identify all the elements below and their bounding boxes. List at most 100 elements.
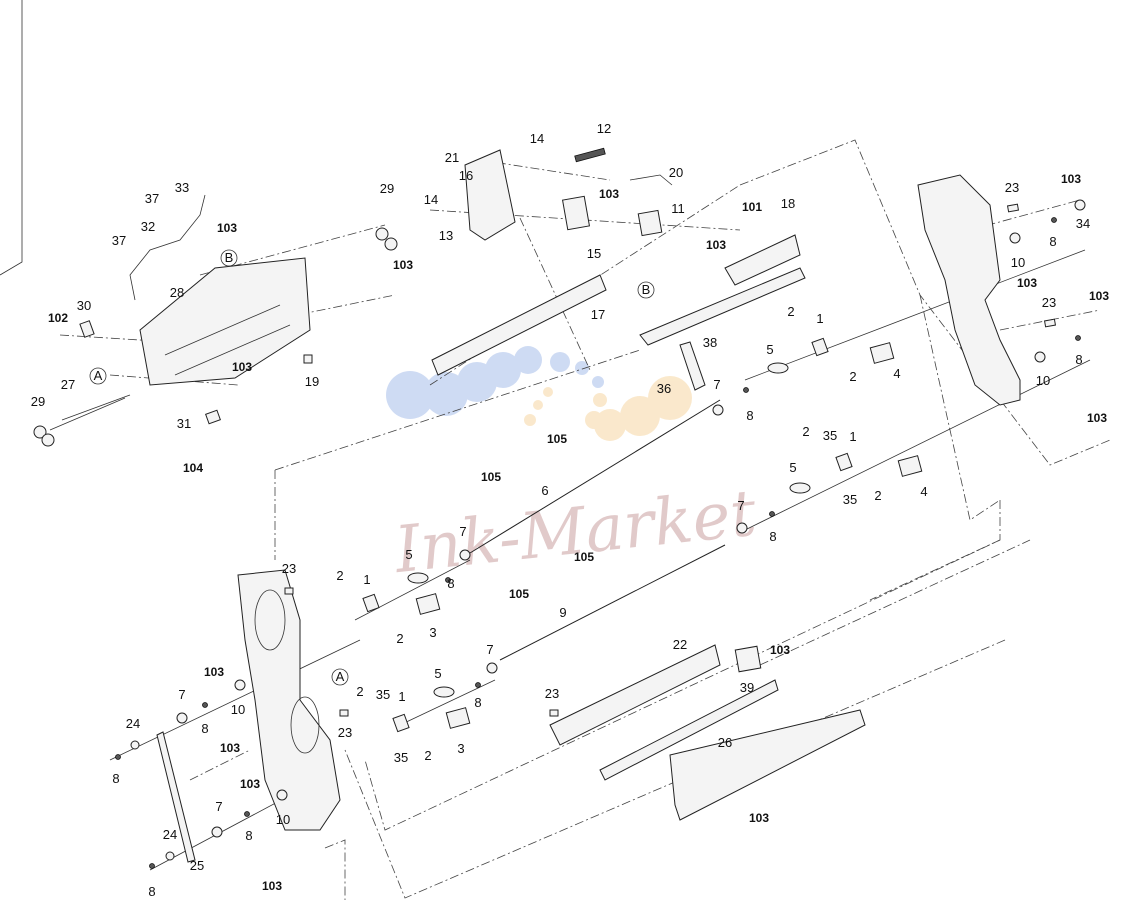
callout-1: 1 [398,689,405,704]
callout-5: 5 [766,342,773,357]
callout-1: 1 [849,429,856,444]
bracket-21 [464,149,516,241]
callout-10: 10 [276,812,290,827]
axis-line-upper [354,559,471,621]
callout-1: 1 [363,572,370,587]
callout-10: 10 [231,702,245,717]
callout-14: 14 [424,192,438,207]
callout-104: 104 [183,461,203,475]
axis-line-right-upper [744,249,1086,381]
callout-103: 103 [1061,172,1081,186]
callout-103: 103 [599,187,619,201]
callout-2: 2 [356,684,363,699]
gears [33,199,1086,869]
callout-35: 35 [394,750,408,765]
part-15 [561,195,591,231]
callout-37: 37 [112,233,126,248]
callout-38: 38 [703,335,717,350]
callout-37: 37 [145,191,159,206]
right-side-frame [917,174,1021,406]
callout-15: 15 [587,246,601,261]
callout-b: B [642,282,651,297]
callout-3: 3 [457,741,464,756]
callout-105: 105 [547,432,567,446]
belt-25 [156,731,196,863]
bracket-far-right [669,709,866,821]
callout-23: 23 [282,561,296,576]
callout-7: 7 [215,799,222,814]
callout-103: 103 [749,811,769,825]
left-frame-cutout-lower [290,696,320,754]
callout-26: 26 [718,735,732,750]
axis-line-right-lower [744,359,1091,531]
callout-27: 27 [61,377,75,392]
callout-16: 16 [459,168,473,183]
part-11 [637,209,663,237]
part-39 [734,645,762,673]
callout-103: 103 [770,643,790,657]
callout-5: 5 [789,460,796,475]
callout-103: 103 [1087,411,1107,425]
marker-b-circle-rail [637,281,655,299]
callout-33: 33 [175,180,189,195]
marker-b-circle-top [220,249,238,267]
callout-24: 24 [163,827,177,842]
callout-103: 103 [232,360,252,374]
callout-103: 103 [1017,276,1037,290]
callout-2: 2 [849,369,856,384]
callout-10: 10 [1011,255,1025,270]
shaft-9 [499,544,726,661]
callout-7: 7 [713,377,720,392]
rod-27b [49,397,126,431]
callout-101: 101 [742,200,762,214]
cable-33 [129,194,206,301]
callout-4: 4 [893,366,900,381]
part-18 [724,234,801,286]
callout-10: 10 [1036,373,1050,388]
axis-line-left-upper [109,639,361,761]
callout-8: 8 [112,771,119,786]
callout-39: 39 [740,680,754,695]
callout-9: 9 [559,605,566,620]
callout-35: 35 [843,492,857,507]
callout-35: 35 [823,428,837,443]
callout-8: 8 [1075,352,1082,367]
cable-20 [629,174,673,186]
callout-23: 23 [338,725,352,740]
callout-103: 103 [706,238,726,252]
left-frame-cutout [254,589,286,651]
callout-7: 7 [486,642,493,657]
callout-1: 1 [816,311,823,326]
watermark [386,346,692,441]
marker-a-circle-top [89,367,107,385]
callout-28: 28 [170,285,184,300]
callout-b: B [225,250,234,265]
callout-30: 30 [77,298,91,313]
page-frame-edge [0,0,23,276]
guide-lines [59,139,1111,900]
callout-36: 36 [657,381,671,396]
rail-17 [431,274,607,376]
rod-27a [61,394,131,421]
part-36 [679,341,706,391]
callout-103: 103 [220,741,240,755]
callout-8: 8 [474,695,481,710]
callout-35: 35 [376,687,390,702]
rail-38 [639,267,806,346]
callout-22: 22 [673,637,687,652]
callout-7: 7 [178,687,185,702]
callout-2: 2 [787,304,794,319]
callout-103: 103 [217,221,237,235]
callout-7: 7 [737,498,744,513]
callout-23: 23 [1042,295,1056,310]
callout-19: 19 [305,374,319,389]
callout-17: 17 [591,307,605,322]
shafts [49,249,1091,871]
callout-2: 2 [336,568,343,583]
callout-2: 2 [396,631,403,646]
callout-8: 8 [746,408,753,423]
callout-103: 103 [240,777,260,791]
callout-6: 6 [541,483,548,498]
